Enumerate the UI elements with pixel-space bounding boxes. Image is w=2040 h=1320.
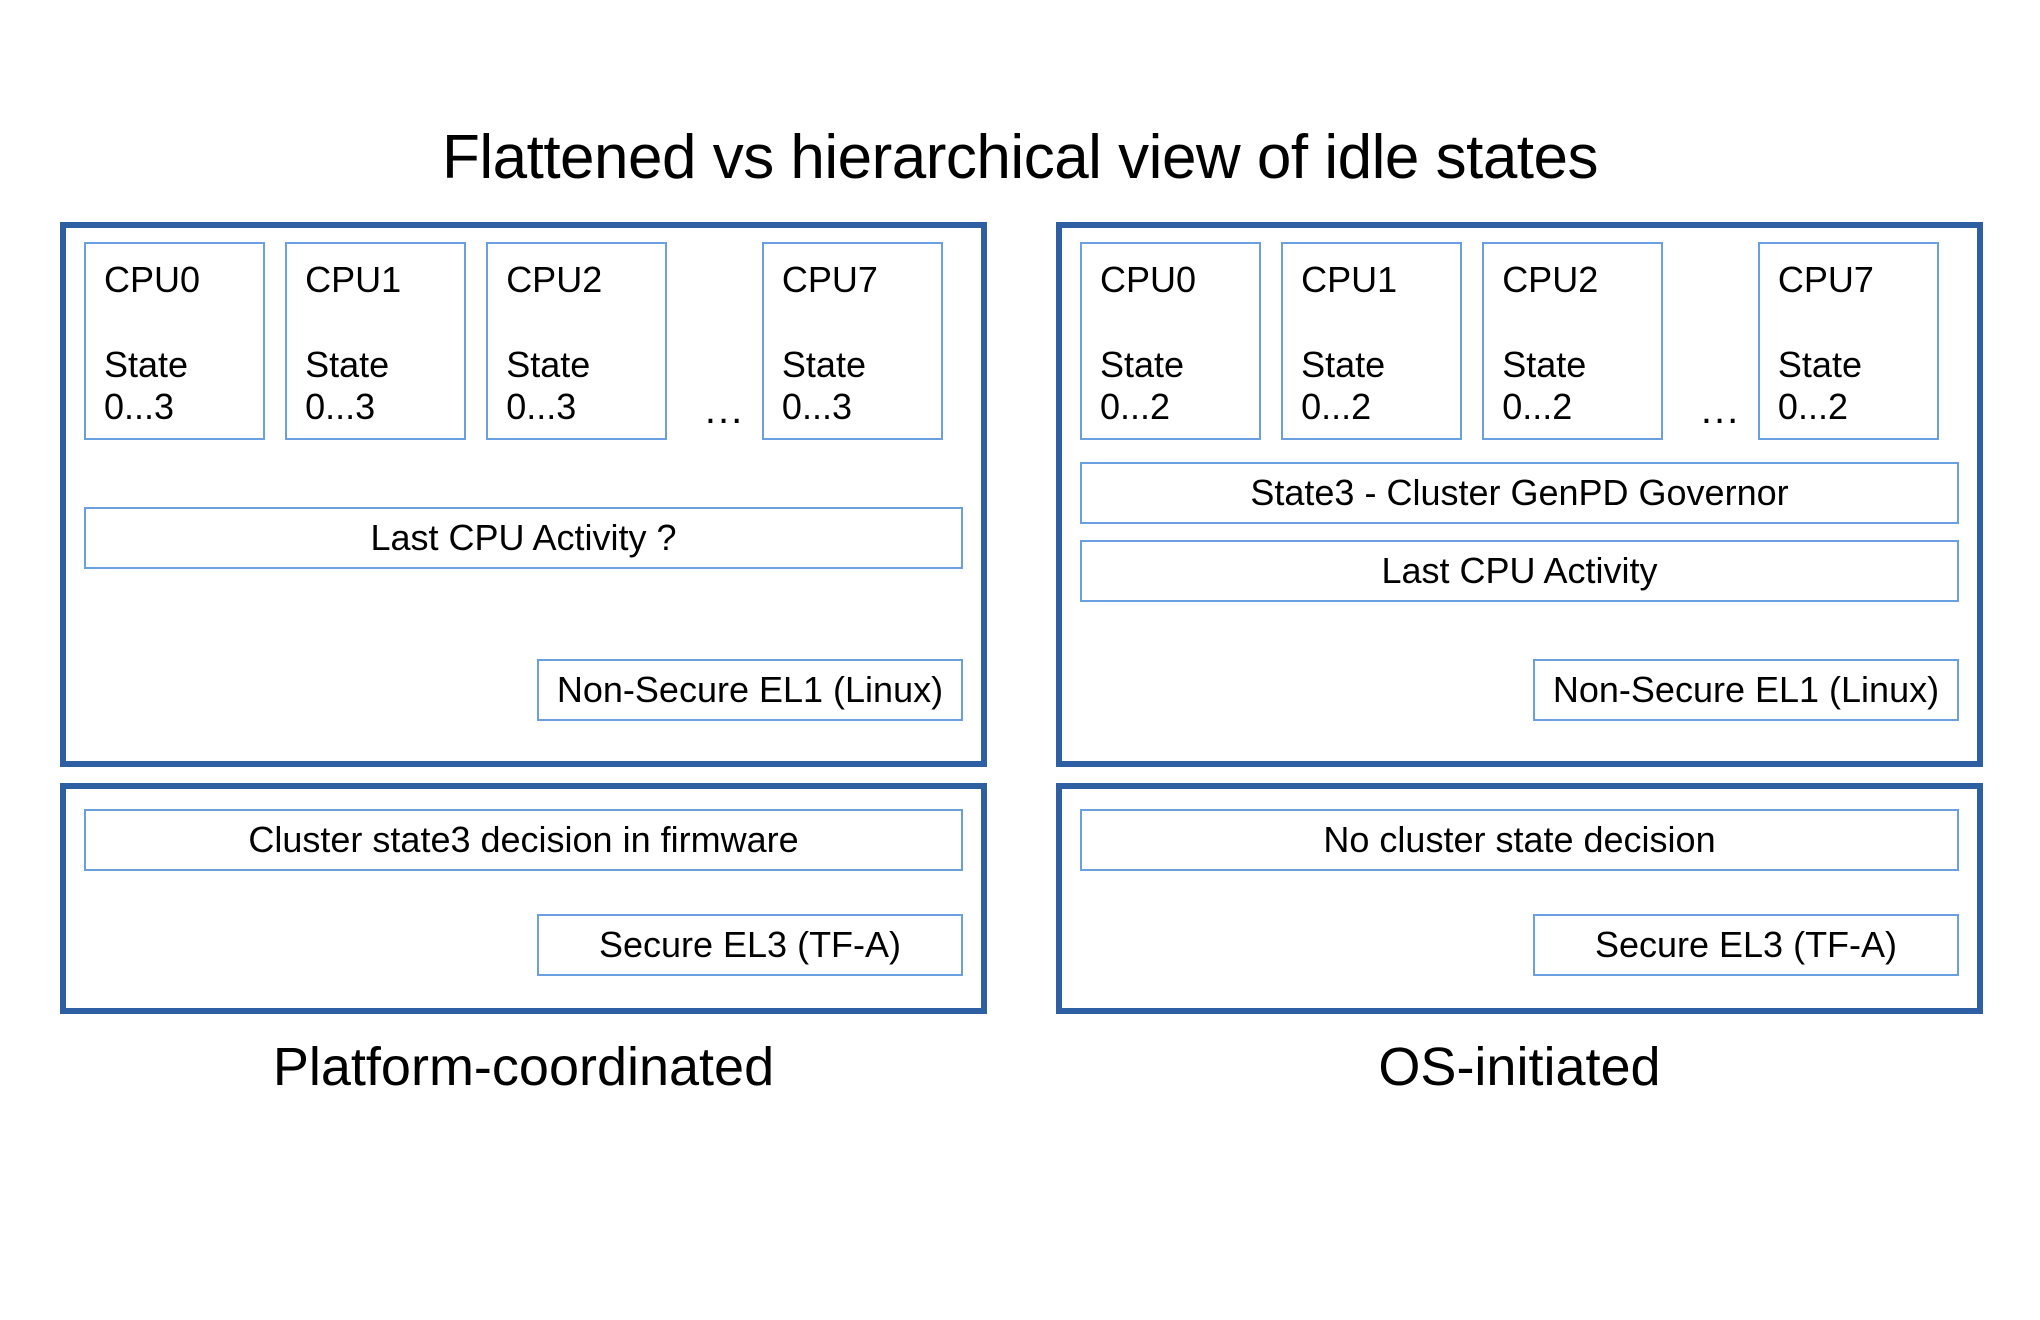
cpu-state-label: State <box>1100 344 1185 385</box>
cluster-decision-bar-left: Cluster state3 decision in firmware <box>84 809 963 871</box>
cpu-box-cpu0-left: CPU0 State 0...3 <box>84 242 266 440</box>
firmware-panel-right: No cluster state decision Secure EL3 (TF… <box>1056 783 1983 1014</box>
cpu-state-label: State <box>781 344 866 385</box>
column-caption-platform-coordinated: Platform-coordinated <box>272 1037 775 1097</box>
cpu-label: CPU0 <box>104 259 201 300</box>
cpu-state: State 0...2 <box>1100 344 1259 428</box>
cpu-state: State 0...2 <box>1502 344 1661 428</box>
cpu-state-range: 0...2 <box>1777 386 1848 427</box>
cluster-decision-bar-right: No cluster state decision <box>1080 809 1959 871</box>
cpu-state: State 0...2 <box>1778 344 1937 428</box>
cpu-label: CPU1 <box>305 259 402 300</box>
cpu-state-label: State <box>1301 344 1386 385</box>
cpu-state-range: 0...2 <box>1100 386 1171 427</box>
cpu-state-range: 0...3 <box>104 386 175 427</box>
cpu-ellipsis-left: ... <box>704 388 745 432</box>
cpu-box-cpu1-right: CPU1 State 0...2 <box>1281 242 1463 440</box>
column-caption-os-initiated: OS-initiated <box>1378 1037 1661 1097</box>
cpu-state-label: State <box>1777 344 1862 385</box>
cpu-state: State 0...3 <box>782 344 941 428</box>
cpu-state-label: State <box>506 344 591 385</box>
cpu-ellipsis-right: ... <box>1700 388 1741 432</box>
cpu-row-right: CPU0 State 0...2 CPU1 State 0...2 CPU2 S… <box>1080 242 1959 442</box>
cpu-box-cpu7-left: CPU7 State 0...3 <box>761 242 944 440</box>
cluster-genpd-governor-bar: State3 - Cluster GenPD Governor <box>1080 462 1959 524</box>
cpu-box-cpu1-left: CPU1 State 0...3 <box>285 242 467 440</box>
column-platform-coordinated: CPU0 State 0...3 CPU1 State 0...3 CPU2 S… <box>60 222 987 1098</box>
cpu-state: State 0...3 <box>104 344 263 428</box>
exception-level-el3-right: Secure EL3 (TF-A) <box>1533 914 1959 976</box>
cpu-box-cpu7-right: CPU7 State 0...2 <box>1757 242 1940 440</box>
cpu-label: CPU7 <box>1777 259 1874 300</box>
column-os-initiated: CPU0 State 0...2 CPU1 State 0...2 CPU2 S… <box>1056 222 1983 1098</box>
cpu-state-label: State <box>1502 344 1587 385</box>
page-title: Flattened vs hierarchical view of idle s… <box>441 123 1599 192</box>
last-cpu-activity-bar-left: Last CPU Activity ? <box>84 507 963 569</box>
cpu-state-range: 0...3 <box>506 386 577 427</box>
cpu-state-label: State <box>104 344 189 385</box>
cpu-label: CPU1 <box>1301 259 1398 300</box>
cpu-state-range: 0...2 <box>1502 386 1573 427</box>
os-panel-right: CPU0 State 0...2 CPU1 State 0...2 CPU2 S… <box>1056 222 1983 767</box>
firmware-panel-left: Cluster state3 decision in firmware Secu… <box>60 783 987 1014</box>
os-panel-left: CPU0 State 0...3 CPU1 State 0...3 CPU2 S… <box>60 222 987 767</box>
cpu-box-cpu2-right: CPU2 State 0...2 <box>1482 242 1664 440</box>
cpu-state-label: State <box>305 344 390 385</box>
exception-level-el1-left: Non-Secure EL1 (Linux) <box>537 659 963 721</box>
cpu-state-range: 0...2 <box>1301 386 1372 427</box>
cpu-label: CPU2 <box>1502 259 1599 300</box>
cpu-box-cpu2-left: CPU2 State 0...3 <box>486 242 668 440</box>
cpu-label: CPU2 <box>506 259 603 300</box>
cpu-state-range: 0...3 <box>305 386 376 427</box>
cpu-state-range: 0...3 <box>781 386 852 427</box>
cpu-state: State 0...3 <box>506 344 665 428</box>
cpu-row-left: CPU0 State 0...3 CPU1 State 0...3 CPU2 S… <box>84 242 963 442</box>
cpu-label: CPU0 <box>1100 259 1197 300</box>
last-cpu-activity-bar-right: Last CPU Activity <box>1080 540 1959 602</box>
exception-level-el1-right: Non-Secure EL1 (Linux) <box>1533 659 1959 721</box>
cpu-state: State 0...2 <box>1301 344 1460 428</box>
cpu-label: CPU7 <box>781 259 878 300</box>
cpu-box-cpu0-right: CPU0 State 0...2 <box>1080 242 1262 440</box>
cpu-state: State 0...3 <box>305 344 464 428</box>
exception-level-el3-left: Secure EL3 (TF-A) <box>537 914 963 976</box>
